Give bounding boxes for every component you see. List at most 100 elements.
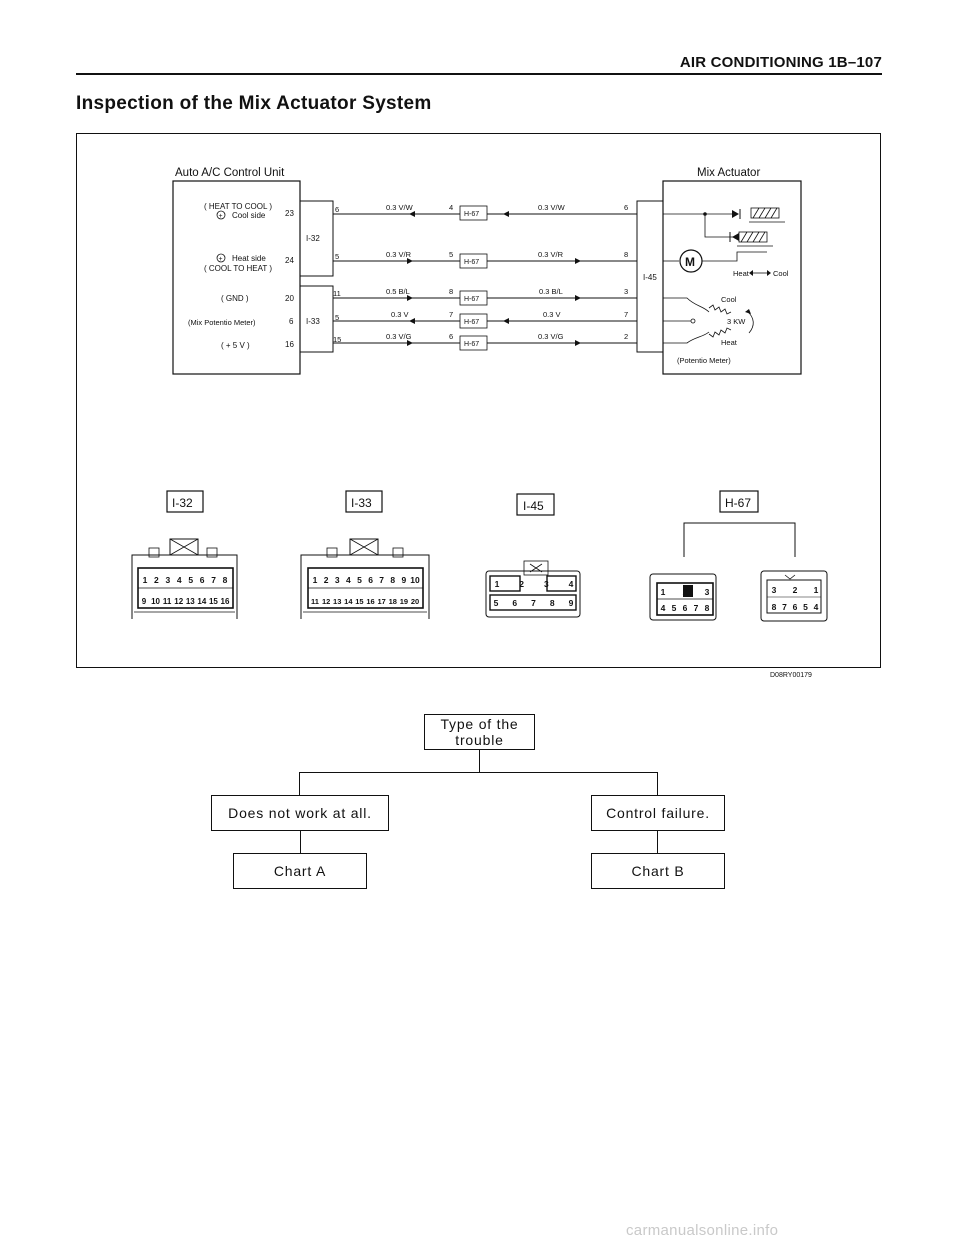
i32-block [300,200,334,277]
h67b-r1-pin-4: 4 [814,602,819,612]
i32-r0-pin-0: 1 [143,575,148,585]
i32-r0-pin-7: 8 [223,575,228,585]
wire-3-actuator-pin: 7 [624,310,628,319]
cu-pin-23: 23 [285,209,294,218]
i32-connector-face [131,538,238,619]
h67a-r0-pin-2: 3 [705,587,710,597]
cu-line-cool-side: Cool side [232,211,266,220]
flow-connector-branch [299,772,658,773]
wire-0: 0.3 V/W 4 H-67 0.3 V/W 6 [333,203,637,221]
wire-2-actuator-pin: 3 [624,287,628,296]
wire-4: 0.3 V/G 6 H-67 0.3 V/G 2 [333,332,637,351]
wire-0-junction [459,205,488,221]
wire-4-junction-label: H-67 [464,341,479,348]
troubleshooting-flow: Type of the trouble Does not work at all… [0,700,960,900]
pot-arrow-icon [745,309,751,314]
i45-r1-pin-4: 9 [569,598,574,608]
wire-3-right-color: 0.3 V [543,310,561,319]
arrow-cool-icon [767,270,771,276]
wire-0-arrow-right [503,211,509,217]
page-title: Inspection of the Mix Actuator System [76,93,432,114]
out-pin-0: 6 [335,205,339,214]
wire-3-arrow-left [409,318,415,324]
arrow-heat-icon [749,270,753,276]
h67-bracket [683,522,796,557]
h67-view-label: H-67 [725,496,751,510]
flow-chart-b[interactable]: Chart B [591,853,725,889]
wire-1-left-color: 0.3 V/R [386,250,412,259]
wire-2-left-color: 0.5 B/L [386,287,410,296]
wire-1-arrow-right [575,258,581,264]
cu-pin-20: 20 [285,294,294,303]
i32-r0-pin-6: 7 [211,575,216,585]
h67b-r0-pin-1: 2 [793,585,798,595]
wiring-diagram-svg: Auto A/C Control Unit ( HEAT TO COOL ) +… [131,167,828,622]
resistor-icon [708,304,732,338]
wire-0-right-color: 0.3 V/W [538,203,566,212]
wire-2-arrow-left [407,295,413,301]
pot-value-label: 3 KW [727,317,746,326]
h67b-r0-pin-2: 1 [814,585,819,595]
h67b-connector-face [760,570,828,622]
out-pin-4: 15 [333,335,341,344]
plus-icon-cool [216,210,226,220]
motor-label: M [685,255,695,269]
flow-connector-right [657,772,658,795]
i32-r1-pin-3: 12 [174,597,183,606]
i33-r1-pin-0: 11 [311,597,319,606]
diode-icon-2 [732,233,739,241]
wire-0-junction-label: H-67 [464,211,479,218]
wire-1-right-color: 0.3 V/R [538,250,564,259]
h67b-r1-pin-3: 5 [803,602,808,612]
flow-does-not-work: Does not work at all. [211,795,389,831]
h67a-r1-pin-3: 7 [694,603,699,613]
i45-block-label: I-45 [643,273,657,282]
i45-r1-pin-3: 8 [550,598,555,608]
i45-r1-pin-2: 7 [531,598,536,608]
diode-icon-1 [732,210,739,218]
limit-switch-icon-2 [738,231,768,243]
i33-r1-pin-7: 18 [389,597,397,606]
i33-r1-pin-5: 16 [366,597,374,606]
i32-r1-pin-5: 14 [197,597,206,606]
h67b-r1-pin-0: 8 [772,602,777,612]
i32-r1-pin-1: 10 [151,597,160,606]
limit-switch-icon-1 [750,207,780,219]
out-pin-3: 5 [335,313,339,322]
wire-0-actuator-pin: 6 [624,203,628,212]
wire-2-junction [459,290,488,306]
wire-4-junction [459,335,488,351]
i32-r1-pin-0: 9 [142,597,147,606]
flow-chart-a[interactable]: Chart A [233,853,367,889]
cu-line-5v: ( + 5 V ) [221,341,250,350]
cu-pin-24: 24 [285,256,294,265]
wire-1-junction-label: H-67 [464,259,479,266]
h67a-r1-pin-2: 6 [683,603,688,613]
i33-r1-pin-4: 15 [355,597,363,606]
wire-2: 0.5 B/L 8 H-67 0.3 B/L 3 [333,287,637,306]
i45-connector-face [485,560,581,618]
h67a-r1-pin-1: 5 [672,603,677,613]
cu-pin-6: 6 [289,317,294,326]
i45-r0-pin-0: 1 [495,579,500,589]
wire-3: 0.3 V 7 H-67 0.3 V 7 [333,310,637,329]
plus-glyph-heat: + [219,256,223,263]
i33-r0-pin-5: 6 [368,575,373,585]
h67-view-tag [719,490,759,513]
i32-r1-pin-7: 16 [221,597,230,606]
i33-view-label: I-33 [351,496,372,510]
flow-connector-left [299,772,300,795]
diagram-code: D08RY00179 [770,672,812,679]
i33-r0-pin-4: 5 [357,575,362,585]
wire-2-junction-label: H-67 [464,296,479,303]
i45-view-label: I-45 [523,499,544,513]
out-pin-2: 11 [333,289,341,298]
h67a-r0-pin-1: 2 [683,587,688,597]
wire-1-junction [459,253,488,269]
i33-r1-pin-8: 19 [400,597,408,606]
